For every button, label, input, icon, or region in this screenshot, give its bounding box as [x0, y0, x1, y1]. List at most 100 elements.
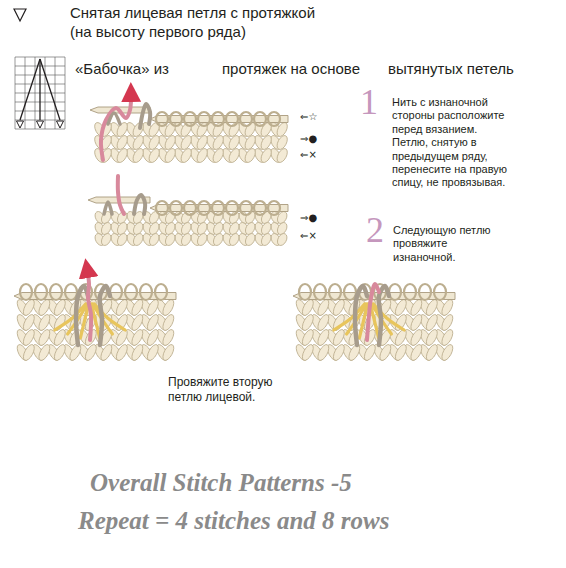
stitch-loop [184, 112, 196, 126]
stitch-leg [196, 232, 209, 247]
stitch-loop [226, 112, 238, 126]
stitch-leg [147, 134, 161, 151]
stitch-leg [227, 147, 241, 164]
stitch-leg [424, 313, 439, 332]
stitch-leg [131, 147, 145, 164]
chart-stroke [39, 59, 40, 120]
yarn-strand [134, 195, 145, 214]
stitch-leg [145, 343, 160, 362]
stitch-loop [226, 201, 238, 215]
stitch-leg [130, 313, 145, 332]
pattern-repeat: Repeat = 4 stitches and 8 rows [78, 506, 538, 536]
yarn-strand [367, 284, 379, 340]
stitch-leg [68, 343, 83, 362]
stitch-leg [259, 121, 273, 138]
knitting-illustration [88, 176, 289, 247]
stitch-loop [268, 201, 280, 215]
stitch-leg [114, 328, 129, 347]
step-text: Провяжите вторую петлю лицевой. [168, 375, 298, 405]
stitch-leg [440, 343, 455, 362]
stitch-leg [316, 298, 331, 317]
stitch-leg [163, 147, 177, 164]
heading-part: «Бабочка» из [75, 60, 215, 78]
stitch-loop [389, 284, 401, 300]
stitch-leg [260, 232, 273, 247]
stitch-symbol [14, 9, 26, 21]
stitch-loop [170, 112, 182, 126]
yarn-strand [104, 202, 112, 214]
stitch-leg [163, 134, 177, 151]
stitch-leg [331, 343, 346, 362]
step-text: Следующую петлю провяжите изнаночной. [393, 224, 503, 264]
stitch-leg [424, 328, 439, 347]
stitch-leg [300, 328, 315, 347]
stitch-leg [115, 121, 129, 138]
stitch-loop [329, 284, 341, 300]
stitch-leg [37, 313, 52, 332]
stitch-leg [228, 232, 241, 247]
chart-stroke [20, 59, 40, 120]
stitch-loop [434, 284, 446, 300]
stitch-loop [184, 201, 196, 215]
stitch-leg [161, 328, 176, 347]
stitch-leg [316, 313, 331, 332]
stitch-leg [100, 232, 113, 247]
needle-loops [20, 284, 167, 300]
row-direction-mark: ⇐☆ [300, 111, 340, 123]
stitch-loop [50, 284, 62, 300]
knitting-illustration [293, 284, 455, 362]
stitch-leg [195, 147, 209, 164]
stitch-leg [130, 343, 145, 362]
stitch-loop [314, 284, 326, 300]
stitch-leg [362, 328, 377, 347]
step-number: 2 [366, 212, 396, 248]
stitch-leg [130, 328, 145, 347]
stitch-leg [161, 313, 176, 332]
heading-part: протяжек на основе [222, 60, 382, 78]
pattern-title: Overall Stitch Patterns -5 [90, 468, 490, 498]
stitch-loop [419, 284, 431, 300]
stitch-leg [276, 232, 289, 247]
stitch-leg [393, 343, 408, 362]
stitch-leg [83, 343, 98, 362]
stitch-loop [404, 284, 416, 300]
stitch-symbol [57, 121, 64, 128]
stitch-loop [198, 201, 210, 215]
stitch-leg [243, 134, 257, 151]
row-direction-mark: ⇐× [300, 149, 340, 161]
stitch-leg [148, 232, 161, 247]
stitch-loop [212, 112, 224, 126]
stitch-leg [300, 298, 315, 317]
yarn-strand [108, 113, 120, 124]
knitting-illustration [14, 268, 176, 362]
yarn-strand [101, 92, 131, 160]
stitch-leg [440, 298, 455, 317]
stitch-leg [424, 343, 439, 362]
stitch-loop [20, 284, 32, 300]
stitch-leg [362, 343, 377, 362]
elongated-loop [100, 286, 110, 345]
stitch-loop [268, 112, 280, 126]
stitch-chart [15, 57, 65, 129]
knit-fabric [15, 298, 176, 362]
stitch-loop [254, 112, 266, 126]
stitch-leg [115, 147, 129, 164]
stitch-leg [440, 328, 455, 347]
stitch-leg [180, 232, 193, 247]
yarn-strand [118, 176, 124, 214]
symbol-caption: Снятая лицевая петля с протяжкой (на выс… [70, 4, 328, 42]
stitch-loop [170, 201, 182, 215]
stitch-loop [198, 112, 210, 126]
stitch-symbol [17, 121, 24, 128]
stitch-leg [115, 134, 129, 151]
stitch-leg [147, 147, 161, 164]
stitch-loop [212, 201, 224, 215]
stitch-leg [393, 328, 408, 347]
stitch-leg [145, 313, 160, 332]
knit-fabric [93, 121, 290, 164]
stitch-leg [211, 134, 225, 151]
step-number: 1 [360, 84, 390, 120]
stitch-leg [179, 134, 193, 151]
stitch-leg [212, 232, 225, 247]
stitch-leg [347, 343, 362, 362]
